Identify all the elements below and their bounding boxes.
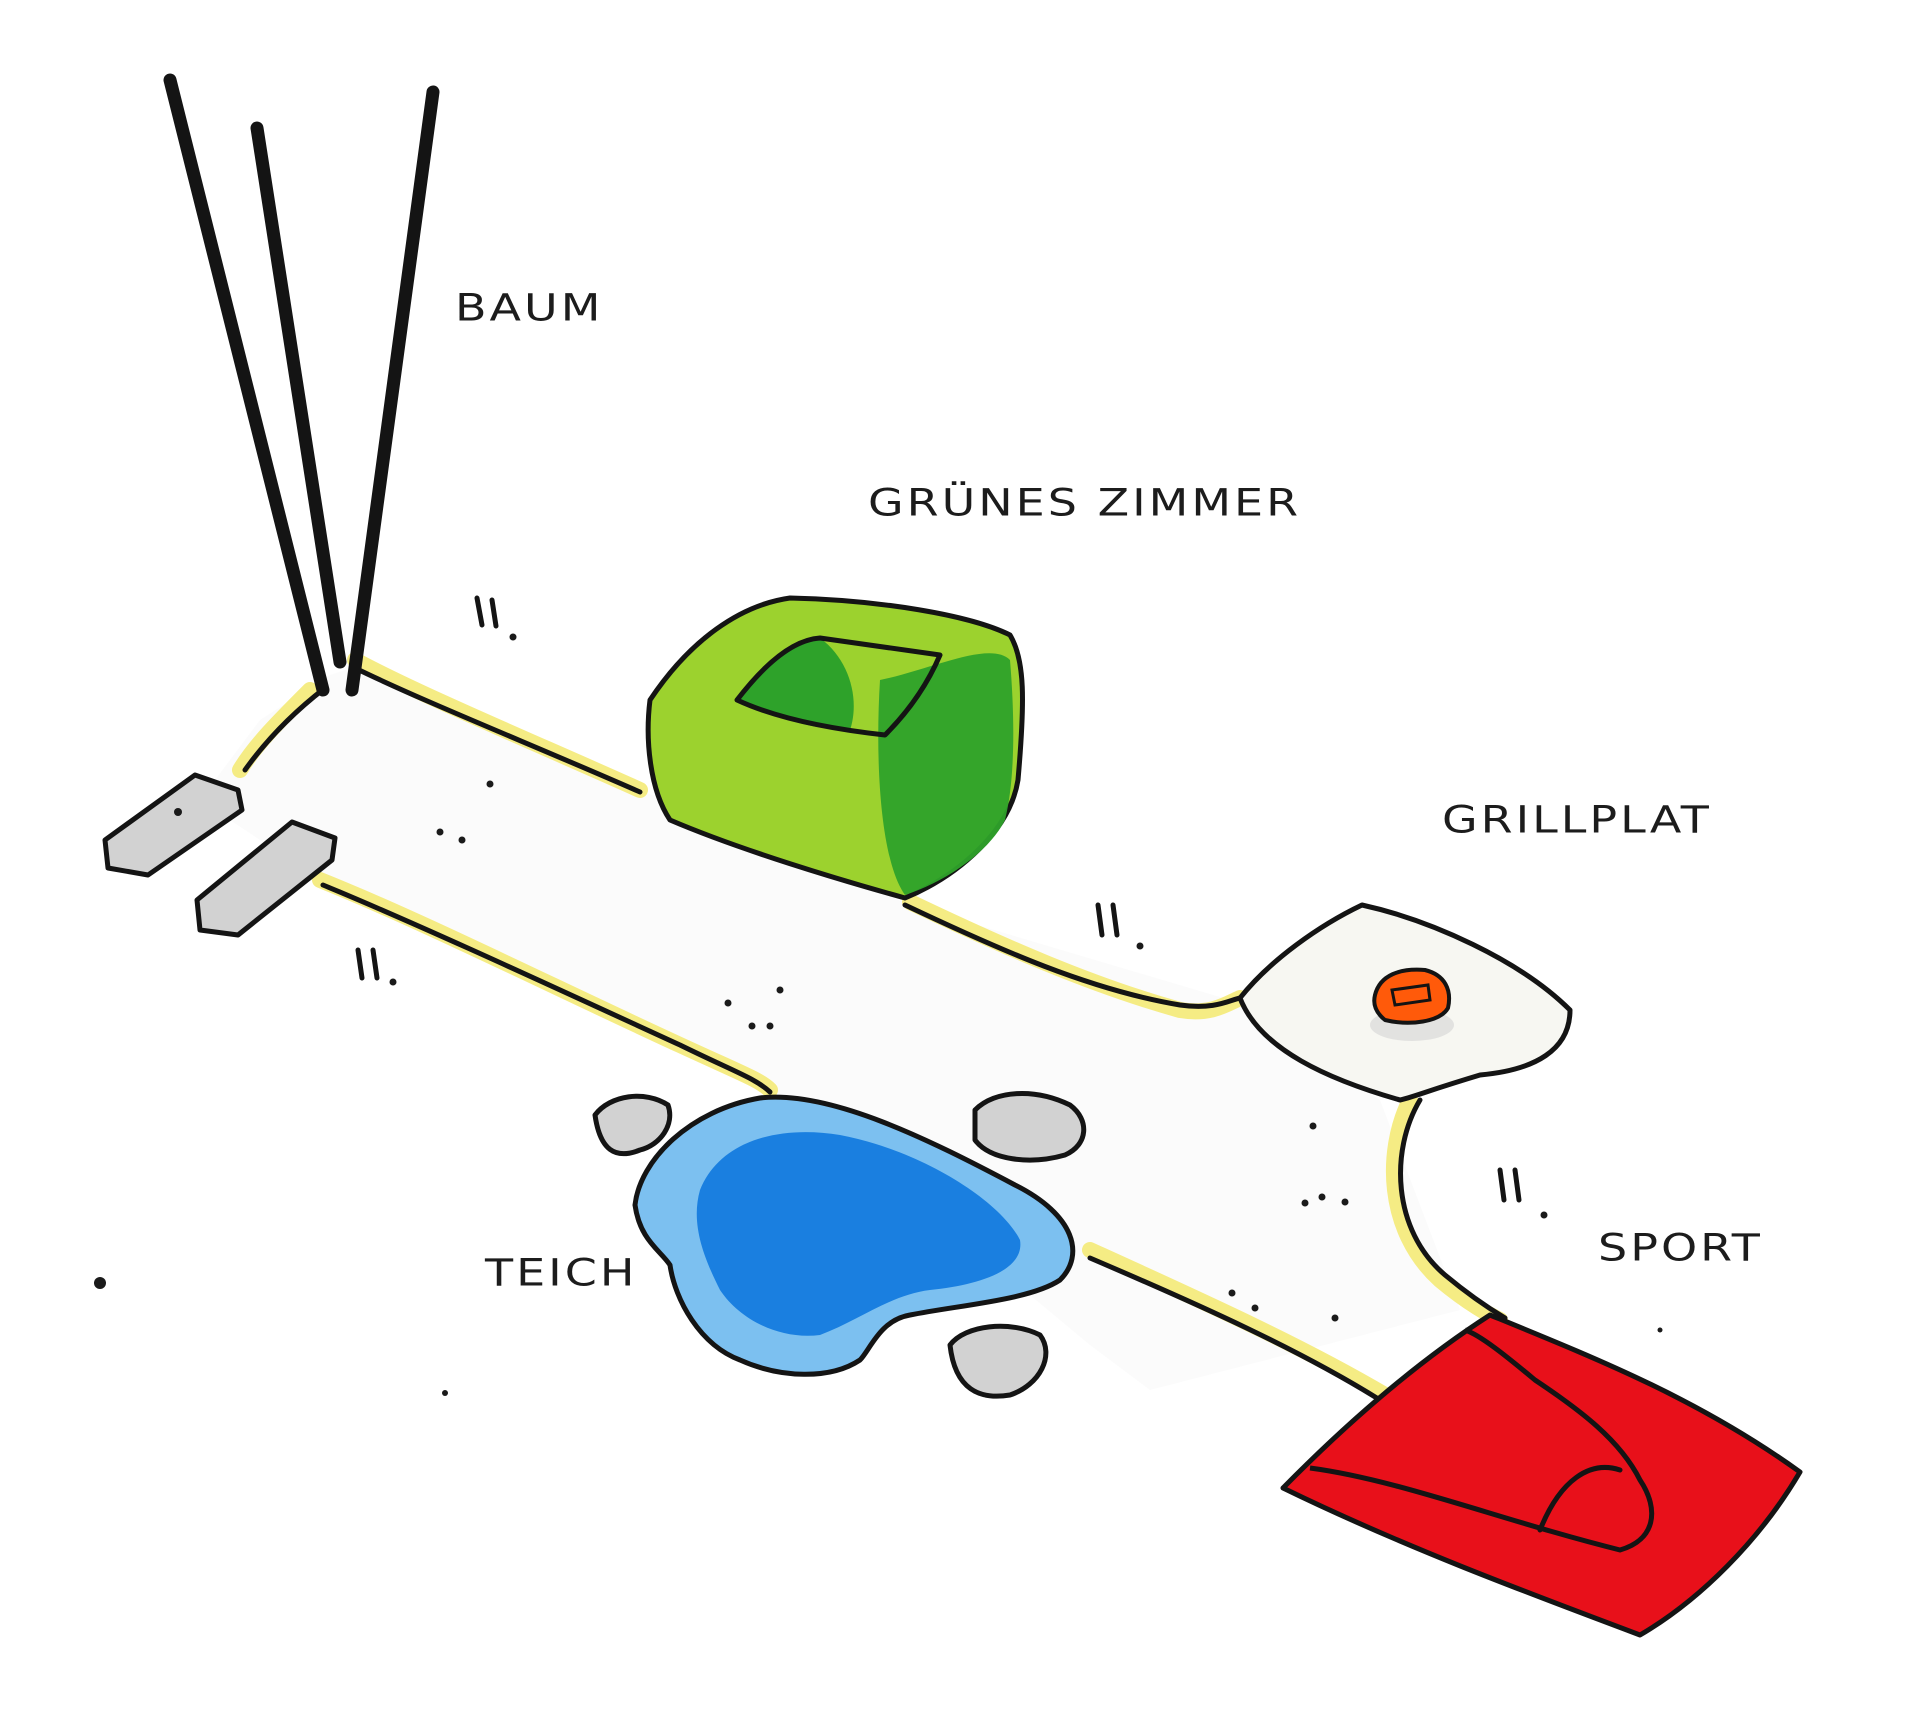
- label-grillplatz: GRILLPLAT: [1442, 797, 1712, 842]
- label-teich: TEICH: [485, 1250, 638, 1295]
- green-room-block: [645, 595, 1026, 901]
- stepping-stone: [947, 1323, 1049, 1399]
- path-shading: [200, 665, 1460, 1390]
- label-sport: SPORT: [1598, 1225, 1763, 1270]
- tree-icon: [163, 73, 440, 697]
- grill-icon: [1372, 967, 1451, 1025]
- stepping-stone-group-entry: [102, 772, 338, 938]
- stepping-stone-group-pond: [592, 1091, 1087, 1399]
- label-baum: BAUM: [455, 285, 604, 330]
- pond-shape: [632, 1094, 1076, 1377]
- stepping-stone: [592, 1093, 673, 1157]
- stepping-stone: [194, 819, 338, 938]
- stepping-stone: [102, 772, 245, 878]
- stepping-stone: [972, 1091, 1087, 1163]
- sport-field: [1280, 1312, 1803, 1638]
- ink-marks: [94, 595, 1663, 1396]
- path-outlines: [242, 665, 1508, 1403]
- label-gruenes-zimmer: GRÜNES ZIMMER: [868, 480, 1302, 525]
